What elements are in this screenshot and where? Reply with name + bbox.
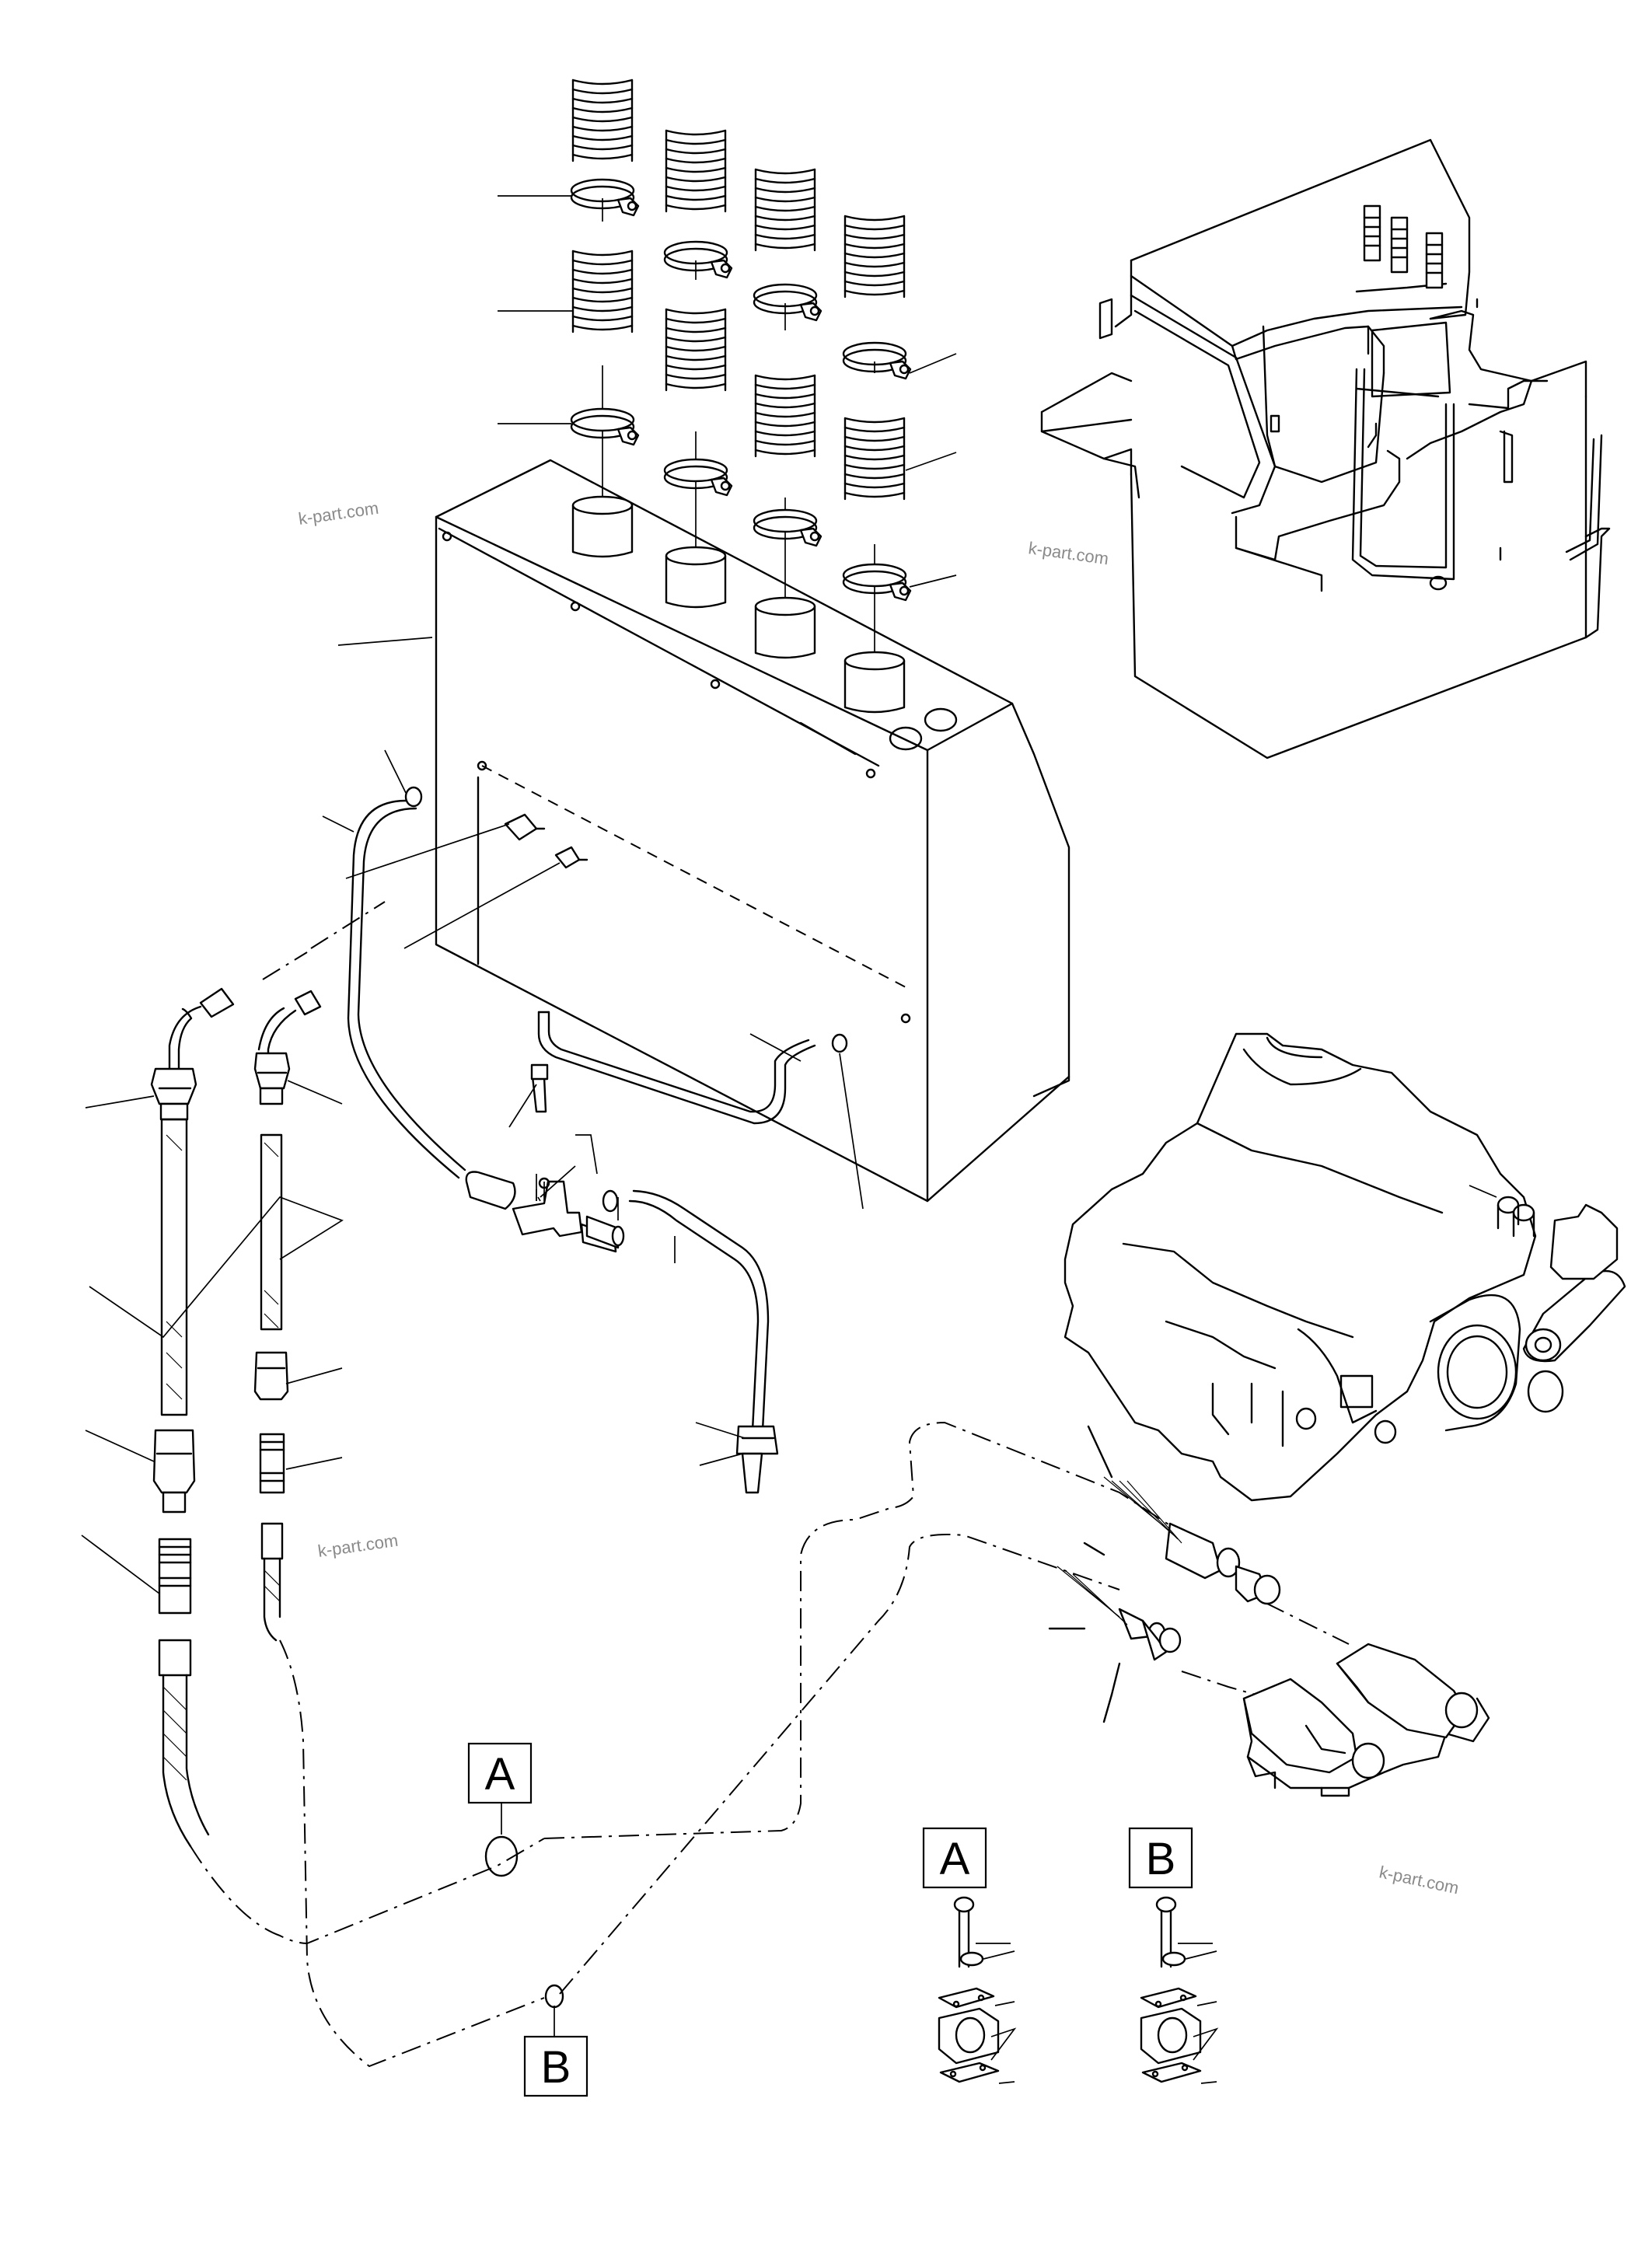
detail-b-bracket — [1140, 1896, 1219, 2084]
callout-a-detail: A — [922, 1827, 987, 1889]
cab-view — [1040, 138, 1611, 759]
leader-lines-mid — [322, 749, 864, 1466]
routing-lines — [190, 901, 1350, 2068]
leader-lines-left — [81, 1080, 344, 1594]
exhaust-stacks — [570, 79, 912, 714]
callout-b-detail: B — [1128, 1827, 1193, 1889]
watermark: k-part.com — [297, 498, 379, 529]
leader-lines-top — [337, 195, 957, 646]
callout-a-detail-label: A — [940, 1834, 970, 1884]
clamp-location-b — [544, 1984, 564, 2009]
callout-a-main-label: A — [485, 1749, 515, 1800]
callout-a-main: A — [467, 1742, 533, 1804]
callout-b-main: B — [523, 2035, 589, 2097]
hose-assembly-left — [150, 987, 235, 1848]
detail-a-bracket — [938, 1896, 1017, 2084]
tank — [435, 459, 1070, 1203]
callout-b-main-label: B — [541, 2042, 571, 2093]
watermark: k-part.com — [316, 1531, 399, 1561]
watermark: k-part.com — [1027, 538, 1109, 568]
engine — [1063, 1032, 1626, 1502]
tank-piping — [347, 786, 848, 1494]
watermark: k-part.com — [1378, 1862, 1461, 1898]
hose-assembly-middle — [253, 990, 322, 1642]
callout-b-detail-label: B — [1146, 1834, 1176, 1884]
valve-and-hoses-right — [1048, 1425, 1490, 1797]
clamp-location-a — [484, 1835, 519, 1877]
